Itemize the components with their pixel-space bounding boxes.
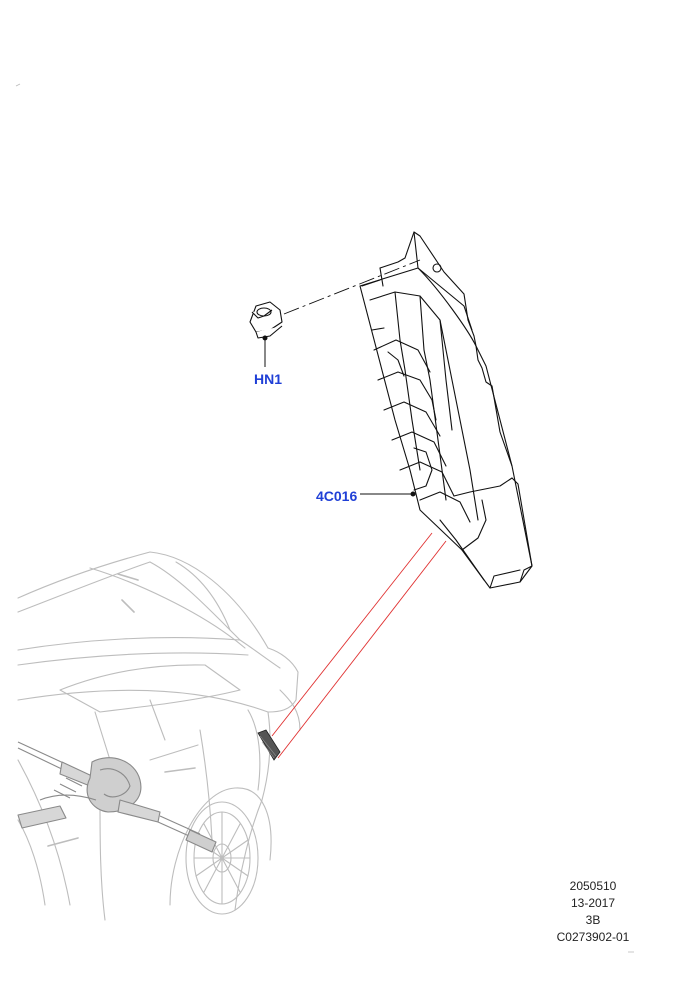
reference-code: C0273902-01 — [556, 930, 630, 944]
callout-label-4c016[interactable]: 4C016 — [316, 488, 358, 504]
corner-marks — [15, 83, 634, 953]
hex-nut-icon — [249, 301, 283, 339]
rear-axle-drivetrain — [17, 741, 217, 853]
control-module-icon — [359, 231, 533, 589]
fastener-alignment-line — [283, 259, 421, 315]
callout-label-hn1[interactable]: HN1 — [254, 371, 283, 387]
callout-leader-lines — [262, 335, 416, 497]
illustration-reference-block: 2050510 13-2017 3B C0273902-01 — [548, 878, 638, 946]
location-leader-lines — [271, 532, 447, 759]
reference-date: 13-2017 — [570, 896, 616, 910]
vehicle-rear-icon — [17, 551, 301, 921]
reference-number: 2050510 — [569, 879, 617, 893]
module-location-icon — [257, 729, 281, 761]
reference-revision: 3B — [585, 913, 601, 927]
